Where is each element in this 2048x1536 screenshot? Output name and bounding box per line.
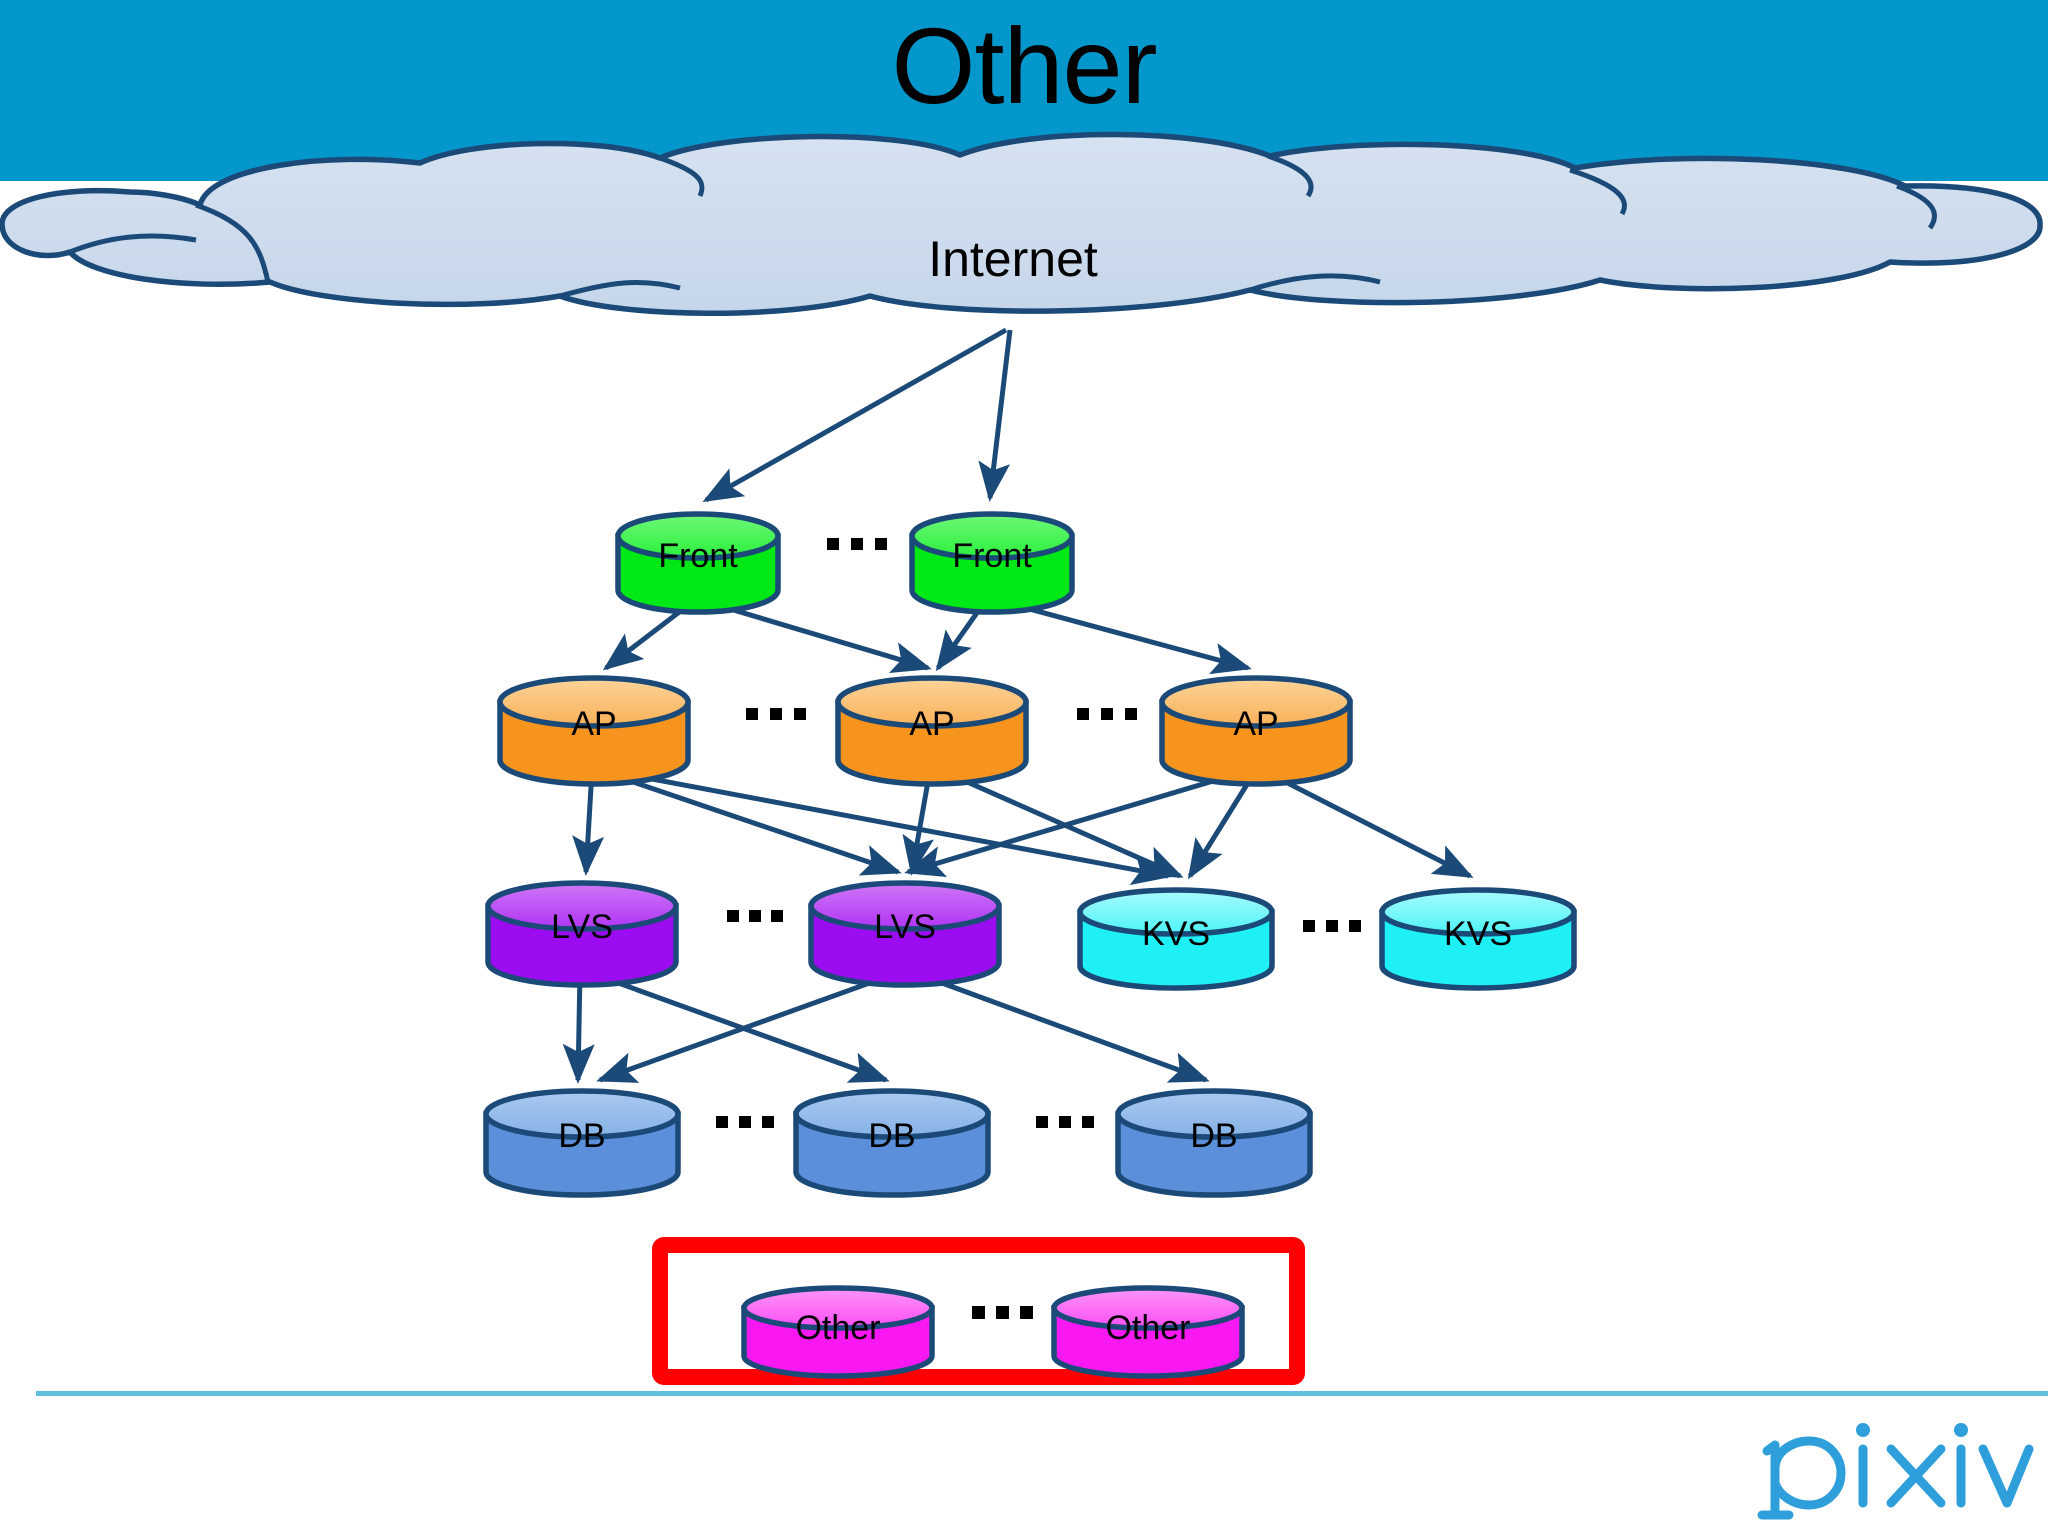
node-ap-3[interactable]: AP — [1159, 675, 1353, 787]
page-title: Other — [891, 5, 1157, 126]
node-db-3[interactable]: DB — [1115, 1088, 1313, 1198]
node-other-2[interactable]: Other — [1051, 1285, 1245, 1379]
pixiv-logo — [1757, 1423, 2034, 1520]
node-label: Other — [795, 1309, 880, 1347]
node-label: Other — [1105, 1309, 1190, 1347]
ellipsis-other — [972, 1306, 1033, 1319]
ellipsis-ap-2 — [1077, 708, 1137, 720]
node-label: KVS — [1142, 915, 1210, 953]
node-label: LVS — [874, 908, 936, 946]
node-kvs-1[interactable]: KVS — [1077, 887, 1275, 991]
ellipsis-db-1 — [716, 1116, 774, 1128]
node-ap-2[interactable]: AP — [835, 675, 1029, 787]
node-other-1[interactable]: Other — [741, 1285, 935, 1379]
node-label: KVS — [1444, 915, 1512, 953]
ellipsis-front — [827, 538, 887, 550]
ellipsis-db-2 — [1036, 1116, 1094, 1128]
ellipsis-lvs — [727, 910, 783, 922]
node-label: DB — [558, 1117, 605, 1155]
internet-cloud: Internet — [0, 131, 2043, 316]
node-front-2[interactable]: Front — [909, 511, 1075, 615]
node-front-1[interactable]: Front — [615, 511, 781, 615]
node-lvs-2[interactable]: LVS — [808, 880, 1002, 988]
edge-layer — [562, 327, 1474, 1084]
node-label: AP — [909, 705, 954, 743]
node-kvs-2[interactable]: KVS — [1379, 887, 1577, 991]
cloud-label: Internet — [928, 231, 1098, 287]
node-label: AP — [1233, 705, 1278, 743]
node-label: AP — [571, 705, 616, 743]
footer-divider — [36, 1391, 2048, 1396]
node-db-1[interactable]: DB — [483, 1088, 681, 1198]
node-label: DB — [868, 1117, 915, 1155]
other-highlight-box — [652, 1237, 1305, 1385]
node-label: Front — [658, 537, 738, 575]
node-label: LVS — [551, 908, 613, 946]
ellipsis-kvs — [1303, 920, 1361, 932]
ellipsis-ap-1 — [746, 708, 806, 720]
node-ap-1[interactable]: AP — [497, 675, 691, 787]
node-db-2[interactable]: DB — [793, 1088, 991, 1198]
node-lvs-1[interactable]: LVS — [485, 880, 679, 988]
node-label: Front — [952, 537, 1032, 575]
node-label: DB — [1190, 1117, 1237, 1155]
